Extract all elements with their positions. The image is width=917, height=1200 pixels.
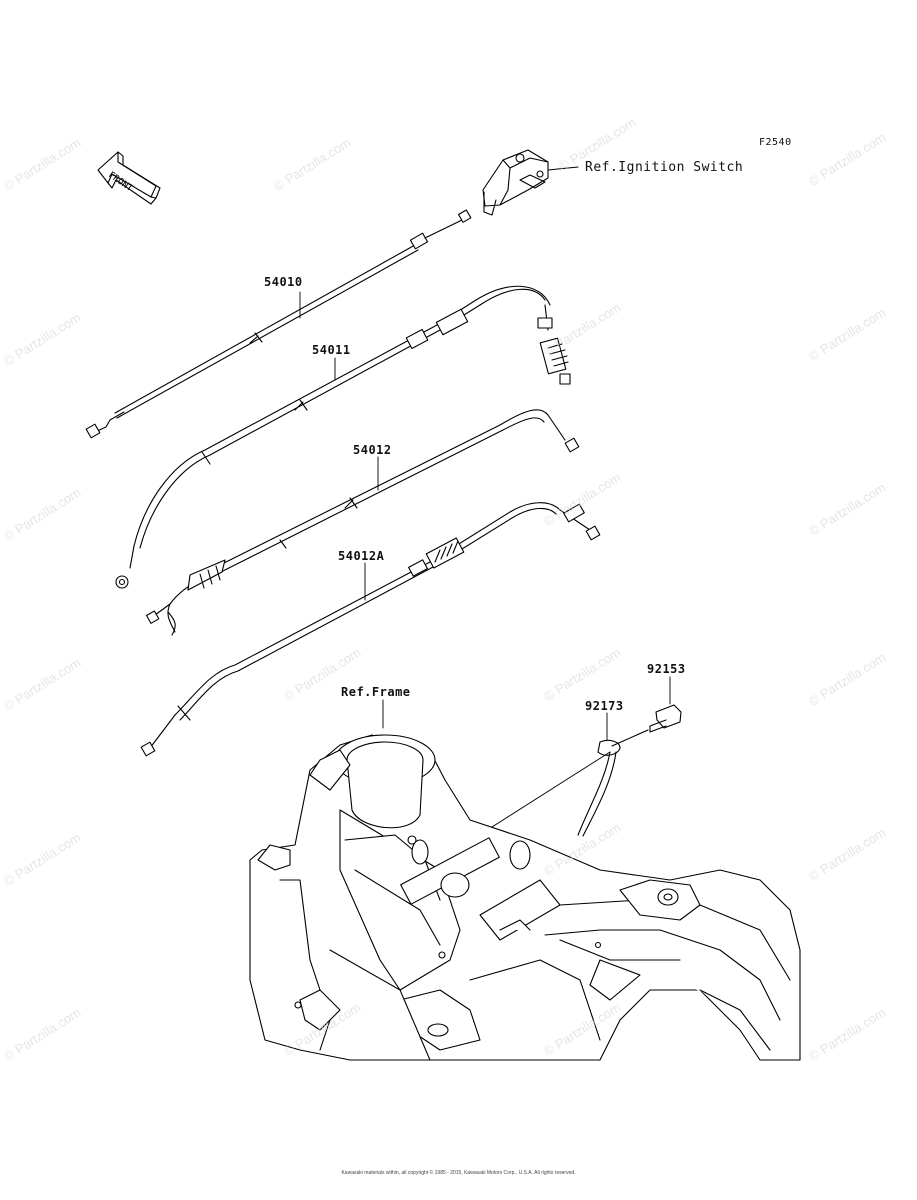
cable-54012A [140,502,601,757]
bolt-92153 [649,704,682,733]
ref-frame-label: Ref.Frame [341,685,411,699]
ignition-switch-bracket [482,149,579,216]
ref-ignition-switch-label: Ref.Ignition Switch [585,160,744,175]
clamp-92173 [577,729,649,837]
part-number-54010: 54010 [264,275,303,289]
part-number-92153: 92153 [647,662,686,676]
front-arrow-icon: FRONT [97,151,161,205]
motorcycle-frame [249,734,801,1061]
figure-code: F2540 [759,137,792,148]
part-number-54011: 54011 [312,343,351,357]
copyright-notice: Kawasaki materials within, all copyright… [341,1170,576,1176]
cable-54010 [85,209,472,439]
part-number-54012: 54012 [353,443,392,457]
part-number-92173: 92173 [585,699,624,713]
part-number-54012A: 54012A [338,549,385,563]
cable-54011 [115,285,571,589]
cable-54012 [145,409,580,636]
